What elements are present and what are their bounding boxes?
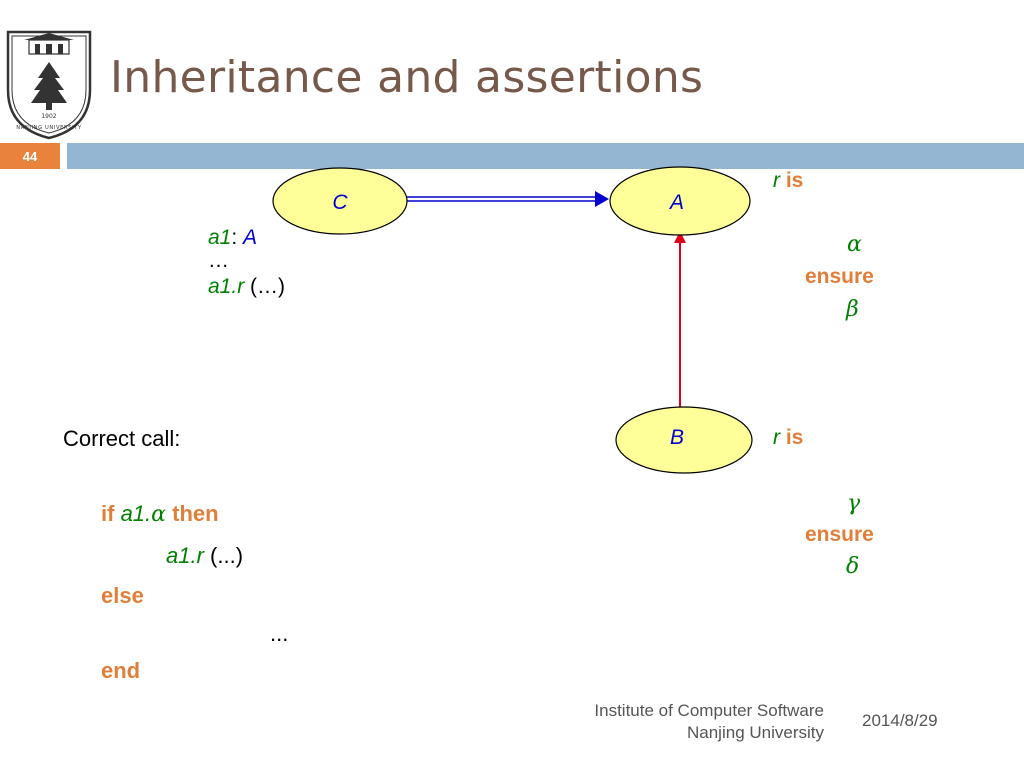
footer-institute: Institute of Computer Software Nanjing U…	[594, 700, 824, 744]
pine-tree-icon	[31, 62, 67, 110]
routine-a-is: is	[780, 169, 804, 192]
else-keyword: else	[101, 583, 144, 608]
slide-number-badge: 44	[0, 143, 60, 169]
gate-icon	[24, 33, 74, 55]
routine-a-precondition: α	[847, 232, 862, 257]
inheritance-arrow	[674, 231, 686, 408]
routine-a-postcondition: β	[846, 297, 859, 322]
client-call-expr: a1.r	[208, 275, 245, 298]
routine-b-is: is	[780, 426, 804, 449]
client-arrow	[406, 191, 609, 207]
class-node-c	[272, 167, 408, 235]
body-call-args: (...)	[203, 543, 244, 568]
client-var: a1	[208, 226, 232, 249]
routine-b-precondition: γ	[847, 491, 861, 516]
client-call: a1.r (…)	[208, 276, 285, 297]
routine-b-ensure: ensure	[805, 523, 874, 546]
routine-a-header: r is	[773, 170, 803, 191]
slide-title: Inheritance and assertions	[110, 52, 704, 103]
correct-call-if-line: if a1.α then	[101, 503, 219, 526]
logo-year: 1902	[41, 113, 56, 120]
body-call-expr: a1.r	[166, 543, 204, 568]
footer-institute-name: Institute of Computer Software	[594, 701, 824, 720]
university-logo: 1902 NANJING UNIVERSITY	[6, 30, 92, 140]
routine-b-postcondition: δ	[846, 554, 860, 579]
client-call-args: (…)	[244, 275, 286, 298]
class-node-a	[609, 166, 751, 236]
node-b-label: B	[669, 426, 685, 449]
slide-number: 44	[22, 148, 38, 164]
node-a-label: A	[669, 191, 685, 214]
then-keyword: then	[166, 501, 219, 526]
if-keyword: if	[101, 501, 115, 526]
client-ellipsis: …	[208, 249, 229, 272]
routine-b-name: r	[773, 426, 780, 449]
node-c-label: C	[332, 191, 348, 214]
logo-university-text: NANJING UNIVERSITY	[16, 125, 82, 131]
condition-precondition: α	[151, 502, 167, 527]
class-node-b	[615, 406, 753, 474]
client-colon: :	[231, 226, 244, 249]
condition-var: a1.	[114, 501, 152, 526]
correct-call-body: a1.r (...)	[166, 545, 243, 567]
routine-a-name: r	[773, 169, 780, 192]
routine-a-ensure: ensure	[805, 265, 874, 288]
footer-date: 2014/8/29	[862, 711, 938, 730]
client-type: A	[243, 226, 258, 249]
else-ellipsis: ...	[270, 621, 289, 646]
correct-call-label: Correct call:	[63, 426, 181, 451]
client-declaration: a1: A	[208, 227, 257, 248]
routine-b-header: r is	[773, 427, 803, 448]
header-bar	[67, 143, 1024, 169]
footer-university-name: Nanjing University	[687, 723, 824, 742]
end-keyword: end	[101, 658, 141, 683]
